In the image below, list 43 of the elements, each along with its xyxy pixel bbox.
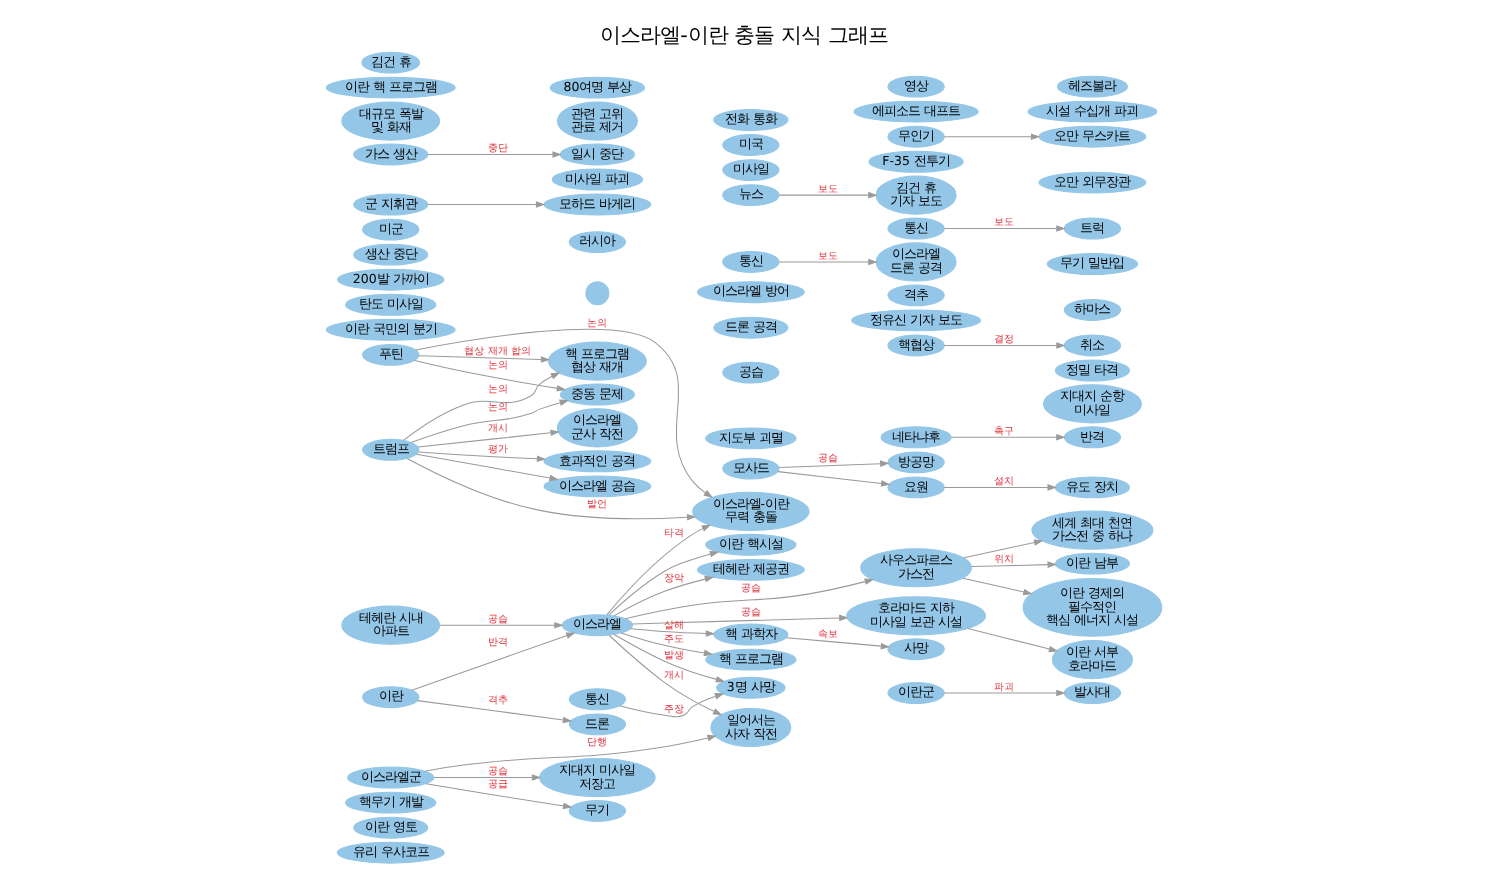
arrow <box>438 621 563 629</box>
diagram-title: 이스라엘-이란 충돌 지식 그래프 <box>599 23 887 48</box>
arrow <box>942 133 1040 140</box>
arrow <box>612 634 725 683</box>
arrow <box>426 151 561 158</box>
arrow <box>949 434 1065 441</box>
arrow <box>942 689 1065 697</box>
arrow <box>962 539 1043 559</box>
arrow <box>961 577 1032 596</box>
arrow <box>426 201 545 208</box>
arrow <box>942 225 1065 232</box>
arrow <box>942 484 1056 491</box>
arrow <box>630 614 848 625</box>
arrow <box>424 783 572 810</box>
arrow <box>777 460 889 469</box>
arrow <box>607 550 719 616</box>
arrow <box>402 372 560 441</box>
arrow <box>785 637 890 650</box>
arrow <box>607 634 722 716</box>
arrow <box>605 524 711 616</box>
arrow <box>970 561 1056 568</box>
arrow <box>966 628 1058 653</box>
arrow <box>414 453 558 482</box>
arrow <box>612 575 714 617</box>
arrow <box>413 360 566 392</box>
arrow <box>629 628 715 637</box>
arrow <box>618 693 724 718</box>
arrow <box>623 578 874 620</box>
arrow <box>416 700 572 724</box>
arrow <box>410 632 575 691</box>
arrow <box>776 471 890 487</box>
arrow <box>416 429 559 448</box>
arrow <box>432 774 541 781</box>
arrow <box>942 342 1065 349</box>
arrow <box>619 632 713 657</box>
arrow <box>423 734 716 772</box>
arrow <box>405 457 696 521</box>
arrow <box>777 191 877 199</box>
arrow <box>777 258 877 266</box>
node-circle <box>584 281 609 306</box>
arrow <box>417 355 550 363</box>
arrow <box>409 399 569 444</box>
arrow <box>416 451 546 463</box>
